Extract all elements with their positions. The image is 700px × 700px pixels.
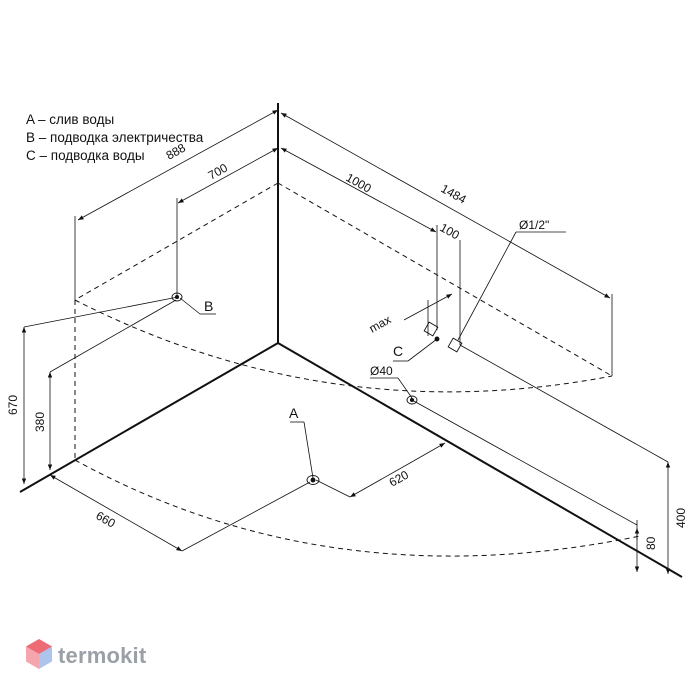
legend-item-a: A – слив воды <box>26 112 115 127</box>
bathtub-outline <box>74 182 641 557</box>
label-point-b: B <box>204 298 213 314</box>
dim-380: 380 <box>33 412 47 432</box>
rim-curve <box>74 299 613 393</box>
dim-80: 80 <box>644 536 658 550</box>
point-c-marker <box>434 336 440 342</box>
dim-max: max <box>367 312 394 335</box>
label-point-a: A <box>289 405 299 421</box>
base-curve <box>74 459 641 557</box>
dim-100: 100 <box>438 220 463 242</box>
legend: A – слив воды B – подводка электричества… <box>26 111 203 165</box>
dim-670: 670 <box>6 395 20 415</box>
legend-item-b: B – подводка электричества <box>26 130 204 145</box>
dim-1484: 1484 <box>439 181 469 206</box>
rim-left-edge <box>74 182 279 301</box>
base-left-edge <box>74 342 279 461</box>
dim-pipe: Ø1/2" <box>519 218 549 232</box>
point-b-marker <box>171 292 183 302</box>
floor-edge-right <box>277 342 683 578</box>
dim-700: 700 <box>206 161 231 183</box>
dimension-lines <box>21 109 671 574</box>
drain-marker <box>406 395 418 405</box>
termokit-logo-icon <box>26 639 52 669</box>
legend-item-c: C – подводка воды <box>26 148 145 163</box>
dim-400: 400 <box>674 508 688 528</box>
rim-right-edge <box>277 182 613 377</box>
point-a-marker <box>306 475 320 485</box>
connection-points <box>171 292 463 485</box>
watermark-text: termokit <box>58 643 147 668</box>
dim-620: 620 <box>387 468 412 490</box>
dim-40: Ø40 <box>370 364 393 378</box>
label-point-c: C <box>393 343 403 359</box>
dim-1000: 1000 <box>344 170 374 195</box>
water-inlet-fittings <box>423 321 463 353</box>
